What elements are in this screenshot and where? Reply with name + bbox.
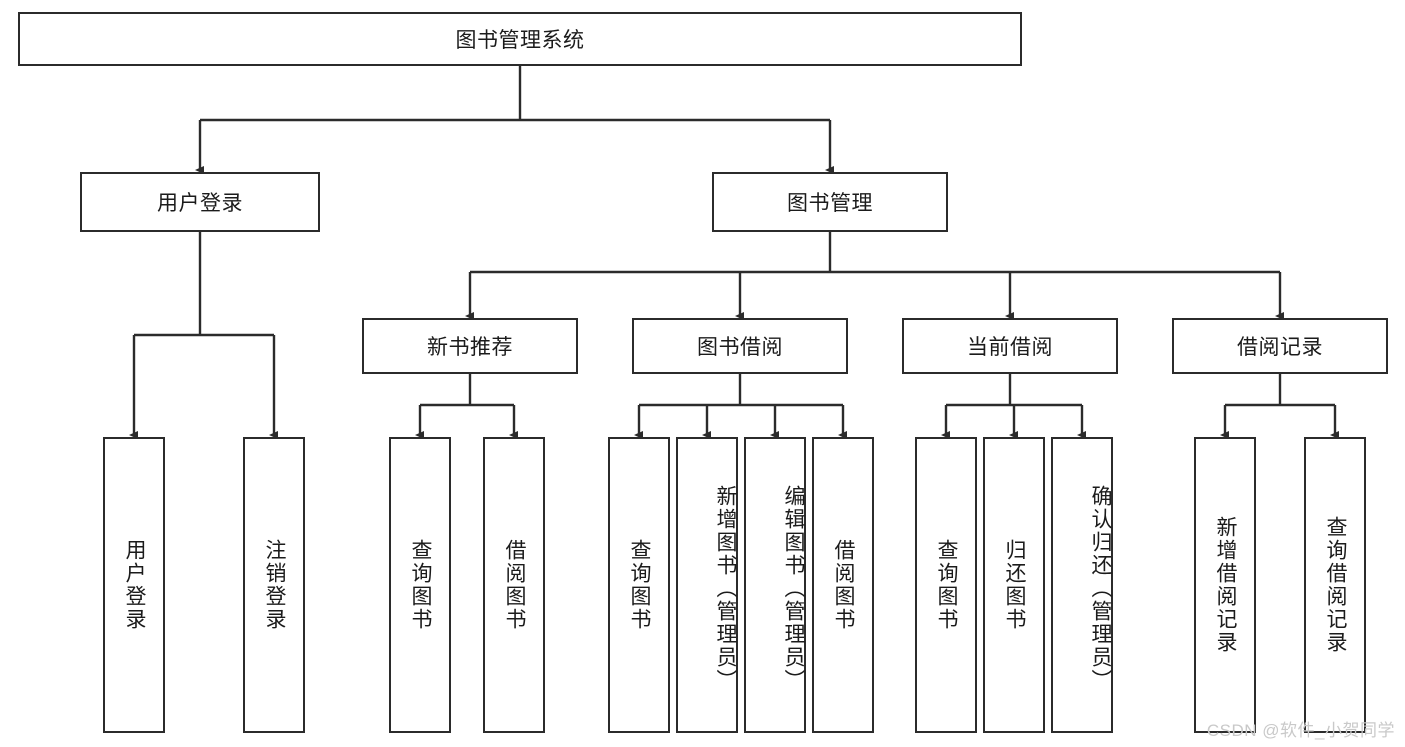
node-label: 归还图书 <box>1003 539 1027 631</box>
node-tier3-borrow-record: 借阅记录 <box>1172 318 1388 374</box>
node-tier3-book-borrow: 图书借阅 <box>632 318 848 374</box>
node-tier2-book-manage: 图书管理 <box>712 172 948 232</box>
node-label: 注销登录 <box>263 539 287 631</box>
node-leaf-leaf-edit-book: 编辑图书（管理员） <box>744 437 806 733</box>
csdn-watermark: CSDN @软件_小贺同学 <box>1206 721 1395 740</box>
node-leaf-leaf-add-book: 新增图书（管理员） <box>676 437 738 733</box>
node-label: 查询图书 <box>628 539 652 631</box>
node-tier3-current-borrow: 当前借阅 <box>902 318 1118 374</box>
node-leaf-leaf-add-record: 新增借阅记录 <box>1194 437 1256 733</box>
node-leaf-leaf-query-book-cur: 查询图书 <box>915 437 977 733</box>
node-label: 借阅图书 <box>503 539 527 631</box>
node-leaf-leaf-borrow-book-rec: 借阅图书 <box>483 437 545 733</box>
node-leaf-leaf-confirm-return: 确认归还（管理员） <box>1051 437 1113 733</box>
node-label: 查询图书 <box>409 539 433 631</box>
node-leaf-leaf-query-book-rec: 查询图书 <box>389 437 451 733</box>
node-label: 图书借阅 <box>697 336 783 359</box>
node-leaf-leaf-query-book: 查询图书 <box>608 437 670 733</box>
node-leaf-leaf-borrow-book: 借阅图书 <box>812 437 874 733</box>
node-label: 查询借阅记录 <box>1324 516 1348 654</box>
node-leaf-leaf-logout: 注销登录 <box>243 437 305 733</box>
node-label: 用户登录 <box>123 539 147 631</box>
node-leaf-leaf-query-record: 查询借阅记录 <box>1304 437 1366 733</box>
node-leaf-leaf-user-login: 用户登录 <box>103 437 165 733</box>
node-label: 新增借阅记录 <box>1214 516 1238 654</box>
node-label: 查询图书 <box>935 539 959 631</box>
node-leaf-leaf-return-book: 归还图书 <box>983 437 1045 733</box>
node-label: 新增图书（管理员） <box>714 484 737 692</box>
node-root-root: 图书管理系统 <box>18 12 1022 66</box>
node-tier3-new-book-rec: 新书推荐 <box>362 318 578 374</box>
node-label: 借阅图书 <box>832 539 856 631</box>
node-label: 图书管理 <box>787 192 873 215</box>
node-label: 确认归还（管理员） <box>1089 484 1112 692</box>
node-label: 编辑图书（管理员） <box>782 484 805 692</box>
node-label: 用户登录 <box>157 192 243 215</box>
node-label: 当前借阅 <box>967 336 1053 359</box>
node-tier2-user-login: 用户登录 <box>80 172 320 232</box>
node-label: 图书管理系统 <box>455 29 585 52</box>
node-label: 借阅记录 <box>1237 336 1323 359</box>
node-label: 新书推荐 <box>427 336 513 359</box>
